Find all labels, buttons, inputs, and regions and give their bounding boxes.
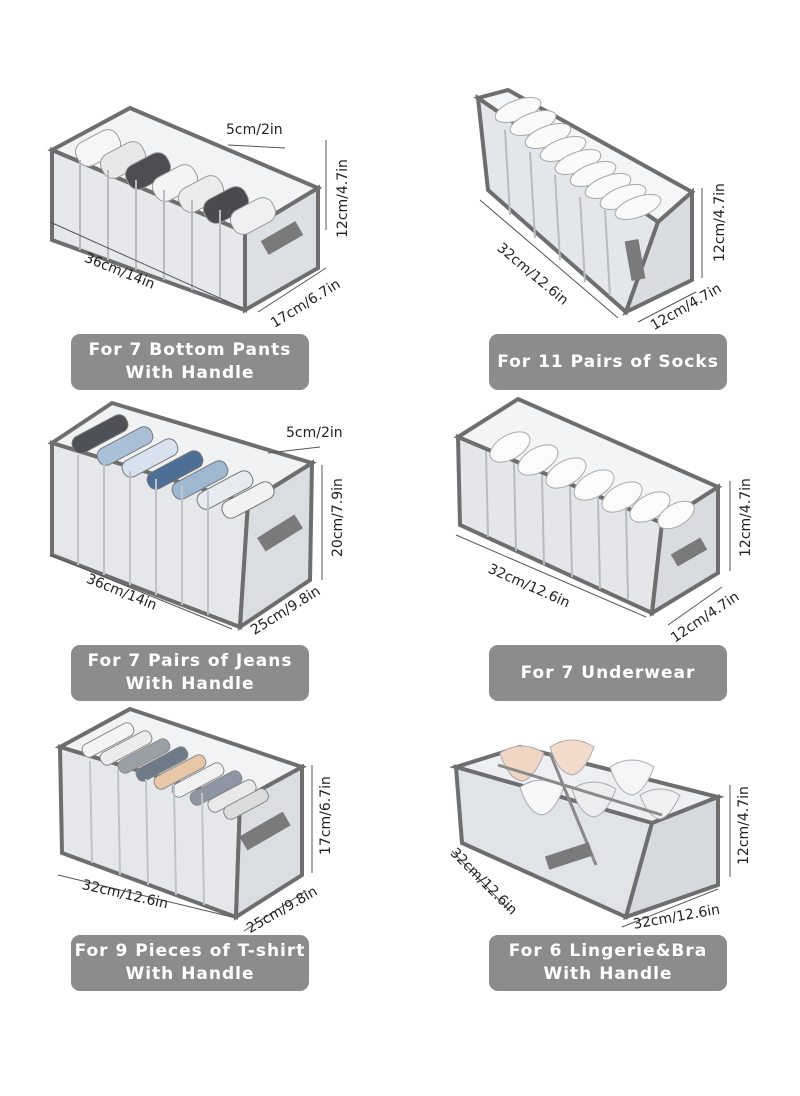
- product-lingerie: 12cm/4.7in 32cm/12.6in 32cm/12.6in For 6…: [400, 705, 800, 1096]
- dim-height-label: 12cm/4.7in: [335, 159, 351, 238]
- product-label: For 7 Pairs of Jeans With Handle: [71, 645, 309, 701]
- label-line-2: With Handle: [125, 363, 255, 383]
- product-underwear: 12cm/4.7in 32cm/12.6in 12cm/4.7in For 7 …: [400, 395, 800, 715]
- dim-height-label: 12cm/4.7in: [738, 478, 754, 557]
- label-line-1: For 7 Bottom Pants: [88, 340, 292, 360]
- label-line-1: For 9 Pieces of T-shirt: [74, 941, 306, 961]
- label-line-1: For 7 Underwear: [520, 662, 696, 683]
- product-label: For 7 Bottom Pants With Handle: [71, 334, 309, 390]
- product-jeans: 5cm/2in 20cm/7.9in 36cm/14in 25cm/9.8in …: [0, 395, 400, 715]
- label-line-1: For 11 Pairs of Socks: [497, 351, 719, 372]
- underwear-organizer-image: [453, 396, 731, 626]
- product-socks: 12cm/4.7in 32cm/12.6in 12cm/4.7in For 11…: [400, 0, 800, 400]
- product-label: For 11 Pairs of Socks: [489, 334, 727, 390]
- dim-top-label: 5cm/2in: [286, 425, 343, 441]
- label-line-1: For 7 Pairs of Jeans: [87, 651, 293, 671]
- product-bottom-pants: 5cm/2in 12cm/4.7in 36cm/14in 17cm/6.7in …: [0, 0, 400, 400]
- socks-organizer-image: [473, 87, 703, 323]
- dim-height-label: 12cm/4.7in: [712, 183, 728, 262]
- pants-organizer-image: [47, 105, 327, 314]
- product-label: For 7 Underwear: [489, 645, 727, 701]
- product-label: For 9 Pieces of T-shirt With Handle: [71, 935, 309, 991]
- dim-height-label: 12cm/4.7in: [736, 786, 752, 865]
- dim-top-label: 5cm/2in: [226, 122, 283, 138]
- tshirt-organizer-image: [54, 706, 313, 932]
- jeans-organizer-image: [47, 400, 323, 631]
- lingerie-organizer-image: [449, 739, 731, 928]
- label-line-1: For 6 Lingerie&Bra: [508, 941, 708, 961]
- dim-height-label: 17cm/6.7in: [318, 776, 334, 855]
- dim-height-label: 20cm/7.9in: [330, 478, 346, 557]
- label-line-2: With Handle: [125, 964, 255, 984]
- product-tshirts: 17cm/6.7in 32cm/12.6in 25cm/9.8in For 9 …: [0, 705, 400, 1096]
- label-line-2: With Handle: [543, 964, 673, 984]
- label-line-2: With Handle: [125, 674, 255, 694]
- product-label: For 6 Lingerie&Bra With Handle: [489, 935, 727, 991]
